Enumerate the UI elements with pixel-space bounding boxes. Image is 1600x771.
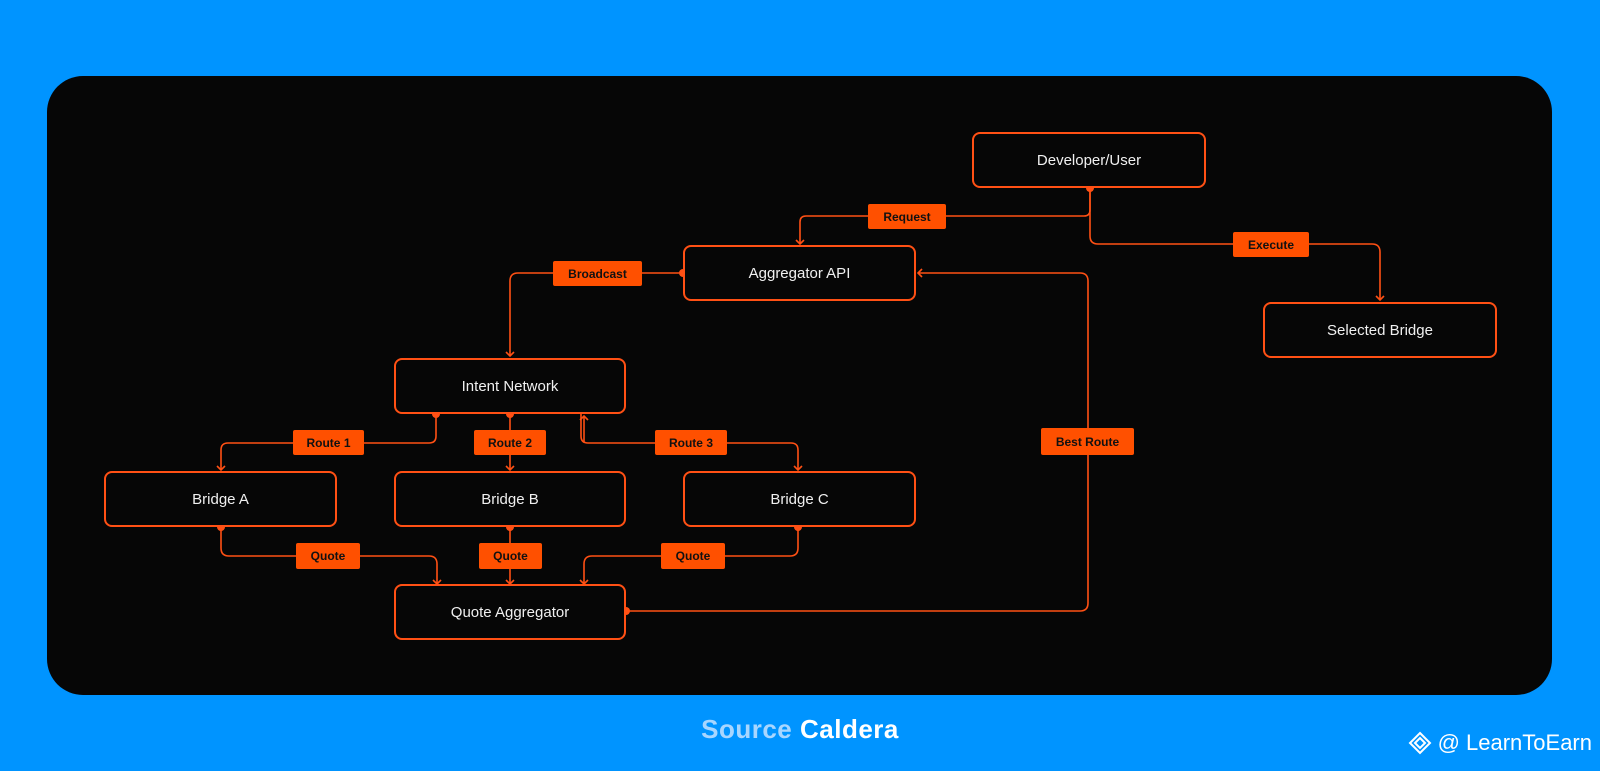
node-label: Intent Network — [461, 377, 559, 395]
node-label: Quote Aggregator — [450, 603, 570, 621]
source-caption: Source Caldera — [0, 714, 1600, 745]
source-name: Caldera — [800, 714, 899, 744]
brand-watermark: @ LearnToEarn — [1408, 730, 1592, 756]
edge-label-quote-c: Quote — [661, 543, 725, 569]
node-aggregator-api: Aggregator API — [683, 245, 916, 301]
diagram-panel — [47, 76, 1552, 695]
node-bridge-b: Bridge B — [394, 471, 626, 527]
node-quote-aggregator: Quote Aggregator — [394, 584, 626, 640]
edge-label-quote-b: Quote — [479, 543, 542, 569]
edge-label-best-route: Best Route — [1041, 428, 1134, 455]
source-label: Source — [701, 714, 793, 744]
node-developer-user: Developer/User — [972, 132, 1206, 188]
edge-label-broadcast: Broadcast — [553, 261, 642, 286]
edge-label-request: Request — [868, 204, 946, 229]
brand-handle: @ LearnToEarn — [1437, 730, 1592, 755]
diamond-logo-icon — [1408, 731, 1431, 755]
node-intent-network: Intent Network — [394, 358, 626, 414]
node-label: Bridge A — [192, 490, 249, 508]
edge-label-execute: Execute — [1233, 232, 1309, 257]
edge-broadcast — [505, 272, 683, 358]
node-label: Developer/User — [1036, 151, 1142, 169]
edge-label-route-3: Route 3 — [655, 430, 727, 455]
edge-label-route-1: Route 1 — [293, 430, 364, 455]
edge-label-quote-a: Quote — [296, 543, 360, 569]
edge-label-route-2: Route 2 — [474, 430, 546, 455]
node-label: Aggregator API — [748, 264, 851, 282]
node-bridge-a: Bridge A — [104, 471, 337, 527]
node-bridge-c: Bridge C — [683, 471, 916, 527]
node-label: Selected Bridge — [1327, 321, 1433, 339]
node-label: Bridge B — [481, 490, 539, 508]
node-label: Bridge C — [770, 490, 829, 508]
node-selected-bridge: Selected Bridge — [1263, 302, 1497, 358]
